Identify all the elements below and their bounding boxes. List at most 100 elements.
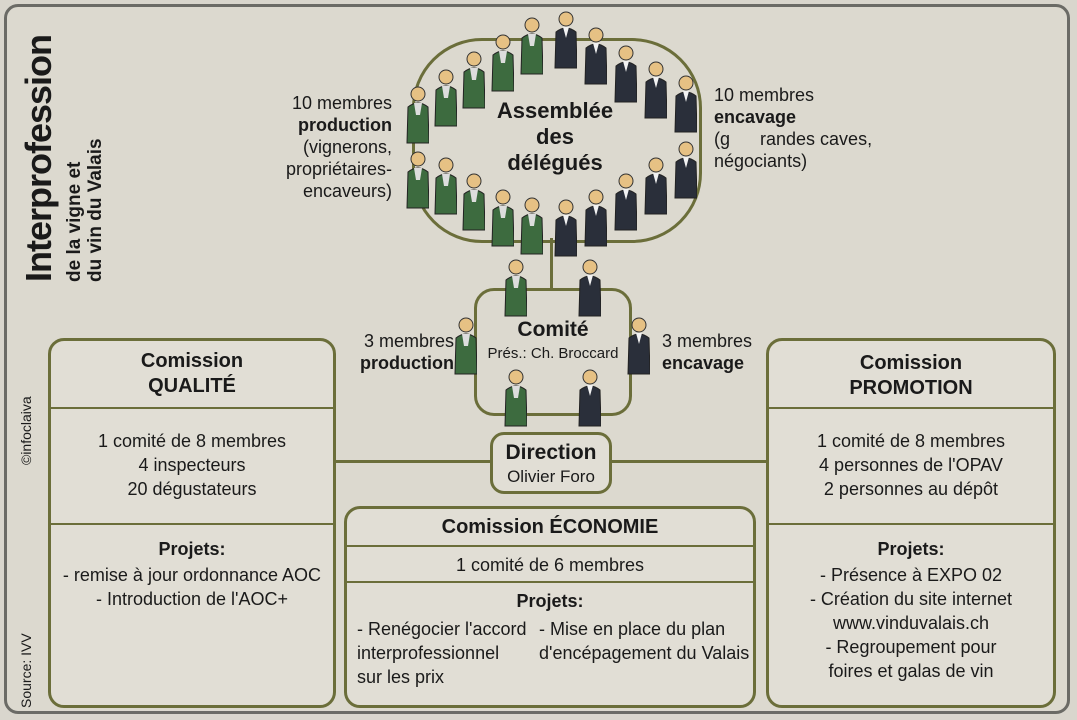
economie-project-right-2: d'encépagement du Valais	[539, 643, 750, 663]
connector-right	[610, 460, 768, 463]
subtitle-line-1: de la vigne et	[64, 161, 85, 282]
connector-assembly-comite	[550, 238, 553, 290]
encaveur-figure-icon	[554, 11, 577, 69]
assemblee-left-1: 10 membres	[291, 93, 392, 113]
encaveur-figure-icon	[614, 173, 637, 231]
encaveur-figure-icon	[627, 317, 650, 375]
promotion-member-1: 1 comité de 8 membres	[816, 431, 1006, 451]
promotion-member-2: 4 personnes de l'OPAV	[819, 455, 1003, 475]
vigneron-figure-icon	[454, 317, 477, 375]
page-subtitle: de la vigne et du vin du Valais	[64, 138, 106, 282]
vigneron-figure-icon	[504, 369, 527, 427]
vigneron-figure-icon	[491, 189, 514, 247]
promotion-title-2: PROMOTION	[849, 377, 973, 399]
vigneron-figure-icon	[406, 86, 429, 144]
qualite-title-1: Comission	[140, 350, 244, 372]
encaveur-figure-icon	[674, 75, 697, 133]
comite-right-2: encavage	[662, 353, 745, 373]
comite-left-label: 3 membres production	[350, 330, 454, 374]
qualite-project-2: - Introduction de l'AOC+	[95, 589, 289, 609]
assemblee-right-label: 10 membres encavage (g randes caves, nég…	[714, 84, 914, 172]
assemblee-right-4: négociants)	[714, 151, 808, 171]
comite-left-1: 3 membres	[363, 331, 454, 351]
qualite-member-1: 1 comité de 8 membres	[97, 431, 287, 451]
promotion-title: Comission PROMOTION	[769, 351, 1053, 401]
vigneron-figure-icon	[406, 151, 429, 209]
promotion-divider-2	[769, 523, 1053, 525]
economie-projects-title: Projets:	[516, 591, 584, 611]
promotion-project-3: www.vinduvalais.ch	[832, 613, 990, 633]
assemblee-left-4: propriétaires-encaveurs)	[285, 159, 392, 201]
vigneron-figure-icon	[520, 17, 543, 75]
economie-projects-right: - Mise en place du plan d'encépagement d…	[539, 617, 749, 665]
commission-qualite: Comission QUALITÉ 1 comité de 8 membres …	[48, 338, 336, 708]
vigneron-figure-icon	[491, 34, 514, 92]
comite-right-label: 3 membres encavage	[662, 330, 772, 374]
qualite-title: Comission QUALITÉ	[51, 349, 333, 399]
vigneron-figure-icon	[504, 259, 527, 317]
encaveur-figure-icon	[674, 141, 697, 199]
economie-title: Comission ÉCONOMIE	[441, 516, 659, 538]
encaveur-figure-icon	[584, 27, 607, 85]
assemblee-left-3: (vignerons,	[302, 137, 392, 157]
connector-left	[332, 460, 492, 463]
credit-text: ©infoclaiva	[18, 396, 34, 465]
promotion-project-4: - Regroupement pour	[825, 637, 997, 657]
assemblee-left-label: 10 membres production (vignerons, propri…	[200, 92, 392, 202]
assemblee-title-3: délégués	[507, 150, 603, 175]
comite-right-1: 3 membres	[662, 331, 753, 351]
vigneron-figure-icon	[520, 197, 543, 255]
economie-project-left-2: interprofessionnel	[357, 643, 500, 663]
qualite-divider-1	[51, 407, 333, 409]
direction-name: Olivier Foro	[507, 467, 595, 486]
economie-project-left-3: sur les prix	[357, 667, 445, 687]
qualite-title-2: QUALITÉ	[148, 375, 236, 397]
commission-economie: Comission ÉCONOMIE 1 comité de 6 membres…	[344, 506, 756, 708]
assemblee-right-3: (g randes caves,	[714, 129, 873, 149]
encaveur-figure-icon	[614, 45, 637, 103]
promotion-project-2: - Création du site internet	[809, 589, 1013, 609]
direction-title: Direction	[505, 441, 597, 464]
economie-divider-2	[347, 581, 753, 583]
assemblee-title: Assemblée des délégués	[480, 98, 630, 176]
economie-project-left-1: - Renégocier l'accord	[357, 619, 527, 639]
qualite-projects-title: Projets:	[158, 539, 226, 559]
assemblee-title-1: Assemblée	[496, 98, 614, 123]
qualite-members: 1 comité de 8 membres 4 inspecteurs 20 d…	[51, 429, 333, 501]
economie-divider-1	[347, 545, 753, 547]
promotion-divider-1	[769, 407, 1053, 409]
promotion-title-1: Comission	[859, 352, 963, 374]
assemblee-title-2: des	[536, 124, 574, 149]
promotion-project-5: foires et galas de vin	[828, 661, 994, 681]
qualite-projects: - remise à jour ordonnance AOC - Introdu…	[51, 563, 333, 611]
vigneron-figure-icon	[462, 173, 485, 231]
qualite-member-2: 4 inspecteurs	[138, 455, 246, 475]
encaveur-figure-icon	[578, 369, 601, 427]
comite-left-2: production	[360, 353, 454, 373]
encaveur-figure-icon	[554, 199, 577, 257]
qualite-divider-2	[51, 523, 333, 525]
vigneron-figure-icon	[434, 69, 457, 127]
page-title: Interprofession	[18, 34, 59, 282]
assemblee-right-1: 10 membres	[714, 85, 815, 105]
encaveur-figure-icon	[644, 157, 667, 215]
assemblee-left-2: production	[298, 115, 392, 135]
encaveur-figure-icon	[644, 61, 667, 119]
encaveur-figure-icon	[578, 259, 601, 317]
direction-box: Direction Olivier Foro	[490, 432, 612, 494]
encaveur-figure-icon	[584, 189, 607, 247]
qualite-member-3: 20 dégustateurs	[127, 479, 257, 499]
promotion-members: 1 comité de 8 membres 4 personnes de l'O…	[769, 429, 1053, 501]
comite-title: Comité	[517, 318, 589, 341]
promotion-member-3: 2 personnes au dépôt	[823, 479, 999, 499]
promotion-projects: - Présence à EXPO 02 - Création du site …	[769, 563, 1053, 683]
economie-projects-left: - Renégocier l'accord interprofessionnel…	[357, 617, 527, 689]
promotion-project-1: - Présence à EXPO 02	[819, 565, 1003, 585]
source-text: Source: IVV	[18, 633, 34, 708]
vigneron-figure-icon	[462, 51, 485, 109]
assemblee-right-2: encavage	[714, 107, 797, 127]
promotion-projects-title: Projets:	[877, 539, 945, 559]
qualite-project-1: - remise à jour ordonnance AOC	[62, 565, 322, 585]
economie-project-right-1: - Mise en place du plan	[539, 619, 726, 639]
vigneron-figure-icon	[434, 157, 457, 215]
